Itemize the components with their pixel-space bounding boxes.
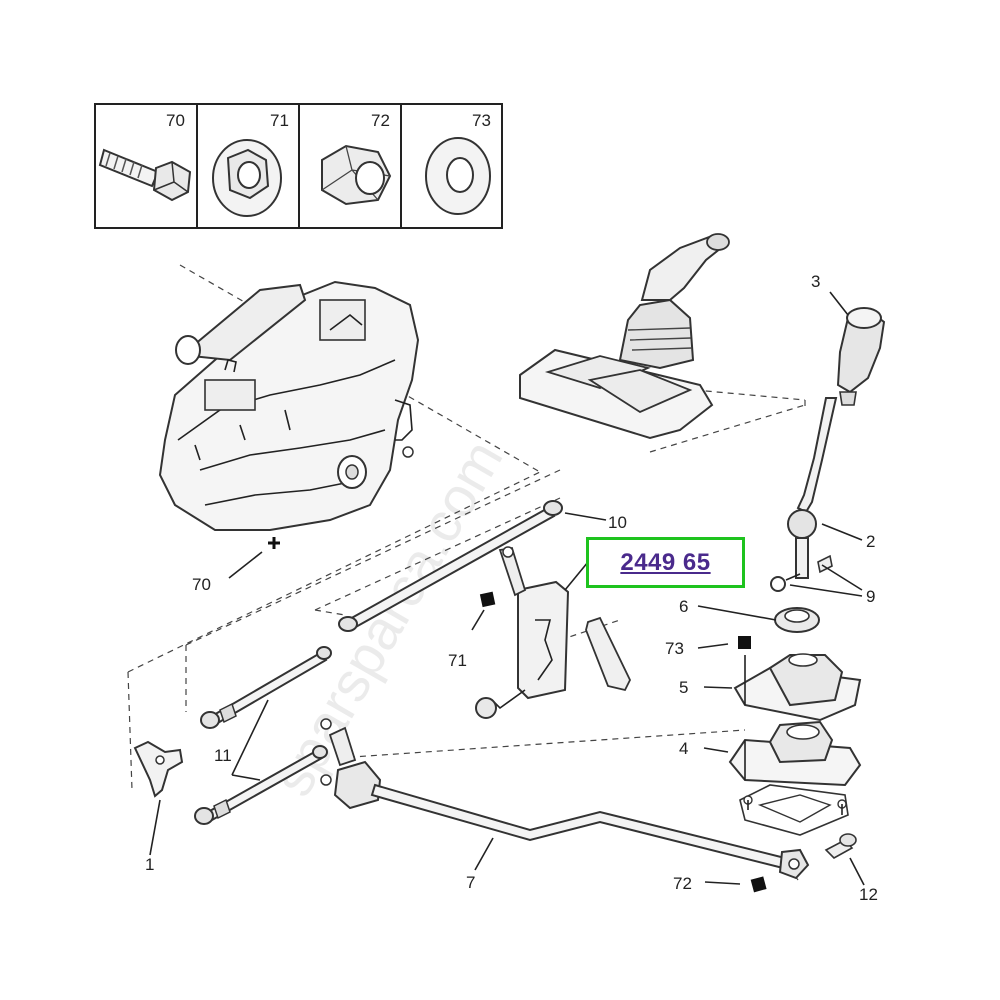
callout-4: 4 — [679, 739, 688, 758]
shift-console-boot — [519, 233, 730, 440]
hex-nut-icon — [321, 144, 392, 206]
bolt-icon — [98, 148, 192, 202]
gear-knob — [836, 307, 886, 406]
linkage-rod-11-upper — [200, 646, 332, 729]
callout-6: 6 — [679, 597, 688, 616]
callout-11: 11 — [214, 746, 232, 765]
fastener-inset: 70 71 72 73 — [94, 103, 503, 229]
inset-label-73: 73 — [472, 111, 491, 130]
callout-1: 1 — [145, 855, 154, 874]
washer-icon — [425, 137, 491, 215]
callout-7: 7 — [466, 873, 475, 892]
callout-12: 12 — [859, 885, 878, 904]
selector-mechanism — [475, 546, 632, 719]
inset-label-70: 70 — [166, 111, 185, 130]
callout-72: 72 — [673, 874, 692, 893]
callout-73: 73 — [665, 639, 684, 658]
callout-70: 70 — [192, 575, 211, 594]
part-number-label: 2449 65 — [620, 548, 711, 576]
callout-2: 2 — [866, 532, 875, 551]
inset-label-71: 71 — [270, 111, 289, 130]
mount-bolt — [824, 833, 857, 859]
gearbox-housing — [158, 280, 420, 531]
lever-housing — [728, 720, 862, 836]
leader-lines — [149, 291, 865, 886]
callout-labels: 3 2 9 6 73 5 4 12 72 7 1 11 71 10 70 — [145, 272, 878, 904]
linkage-rod-11-lower — [194, 745, 328, 825]
callout-71: 71 — [448, 651, 467, 670]
flange-nut-icon — [212, 139, 282, 217]
callout-5: 5 — [679, 678, 688, 697]
callout-3: 3 — [811, 272, 820, 291]
lever-cover — [733, 653, 862, 722]
inset-label-72: 72 — [371, 111, 390, 130]
callout-10: 10 — [608, 513, 627, 532]
seal-ring — [774, 607, 820, 633]
callout-9: 9 — [866, 587, 875, 606]
shift-rod-10 — [338, 500, 563, 632]
marker-squares — [268, 537, 767, 893]
relay-lever-1 — [133, 740, 184, 798]
gear-lever — [770, 397, 838, 592]
shift-rod-7 — [320, 718, 810, 880]
part-number-highlight: 2449 65 — [586, 537, 745, 588]
